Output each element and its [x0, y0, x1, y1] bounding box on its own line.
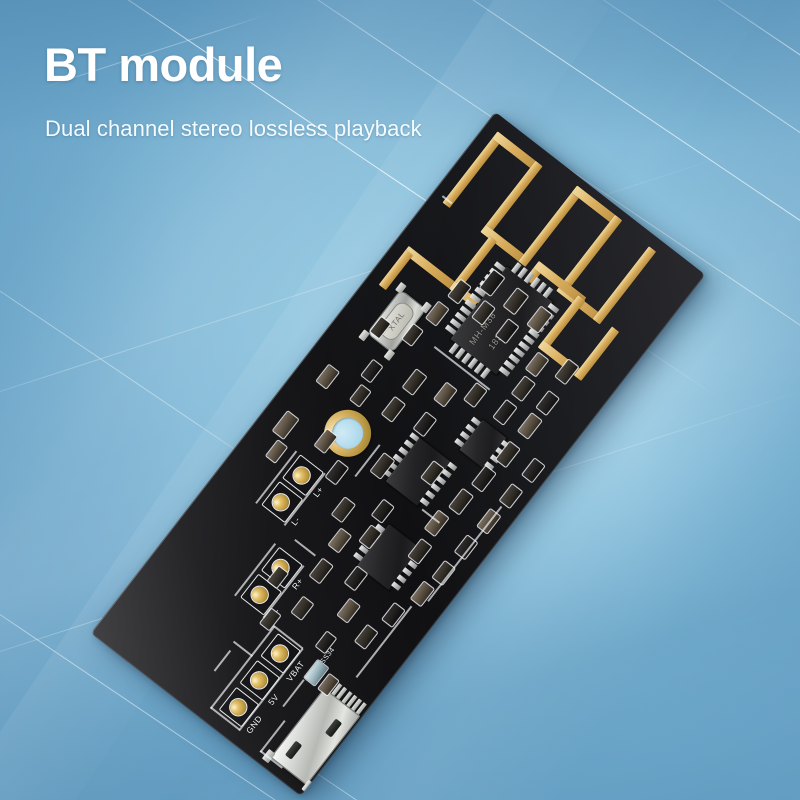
- smd-component: [526, 352, 548, 377]
- smd-component: [332, 497, 355, 522]
- regulator-ic-lead: [391, 581, 402, 591]
- page-subtitle: Dual channel stereo lossless playback: [45, 116, 422, 141]
- smd-component: [536, 391, 559, 415]
- smd-component: [361, 360, 383, 382]
- amplifier-ic-lead: [436, 475, 447, 486]
- smd-component: [266, 440, 287, 463]
- smd-component: [434, 382, 457, 407]
- regulator-ic-lead: [402, 567, 413, 577]
- page-title: BT module: [44, 38, 283, 91]
- smd-component: [414, 412, 436, 436]
- antenna-trace-segment: [480, 160, 543, 238]
- smd-component: [328, 528, 351, 553]
- crystal-pad: [383, 348, 396, 362]
- amplifier-ic-lead: [430, 482, 441, 493]
- crystal-label: XTAL: [386, 310, 407, 333]
- smd-component: [310, 558, 333, 583]
- smd-component: [403, 369, 427, 395]
- crystal-oscillator: XTAL: [366, 289, 427, 354]
- smd-component: [350, 385, 371, 407]
- silkscreen-5v: 5V: [265, 692, 281, 708]
- smd-component: [326, 460, 348, 484]
- smd-component: [493, 400, 517, 425]
- smd-component: [382, 397, 405, 422]
- ic-lead: [480, 367, 491, 379]
- smd-component: [518, 413, 542, 439]
- smd-component: [464, 383, 487, 407]
- smd-component: [382, 603, 405, 627]
- smd-component: [372, 499, 394, 523]
- smd-component: [337, 599, 360, 623]
- smd-component: [522, 458, 545, 482]
- smd-component: [355, 625, 378, 649]
- antenna-trace-segment: [378, 249, 413, 291]
- smd-component: [316, 365, 339, 389]
- antenna-trace-segment: [518, 185, 585, 267]
- silkscreen-line: [294, 539, 316, 557]
- smd-component: [472, 466, 496, 492]
- smd-component: [273, 411, 299, 439]
- smd-component: [449, 489, 473, 514]
- smd-component: [512, 376, 535, 401]
- smd-component: [500, 484, 522, 508]
- antenna-trace-segment: [592, 246, 657, 325]
- smd-component: [411, 581, 434, 606]
- amplifier-ic-lead: [419, 497, 430, 507]
- amplifier-ic-lead: [425, 490, 436, 500]
- silkscreen-line: [232, 641, 253, 658]
- smd-component: [291, 597, 313, 620]
- amplifier-ic-lead: [447, 461, 458, 472]
- usb-shell-slot: [284, 740, 303, 760]
- usb-shell-slot: [324, 718, 343, 738]
- regulator-ic-lead: [396, 574, 407, 584]
- amplifier-ic-lead: [441, 468, 452, 479]
- silkscreen-line: [282, 679, 305, 707]
- silkscreen-line: [213, 649, 231, 672]
- antenna-trace-segment: [574, 326, 620, 381]
